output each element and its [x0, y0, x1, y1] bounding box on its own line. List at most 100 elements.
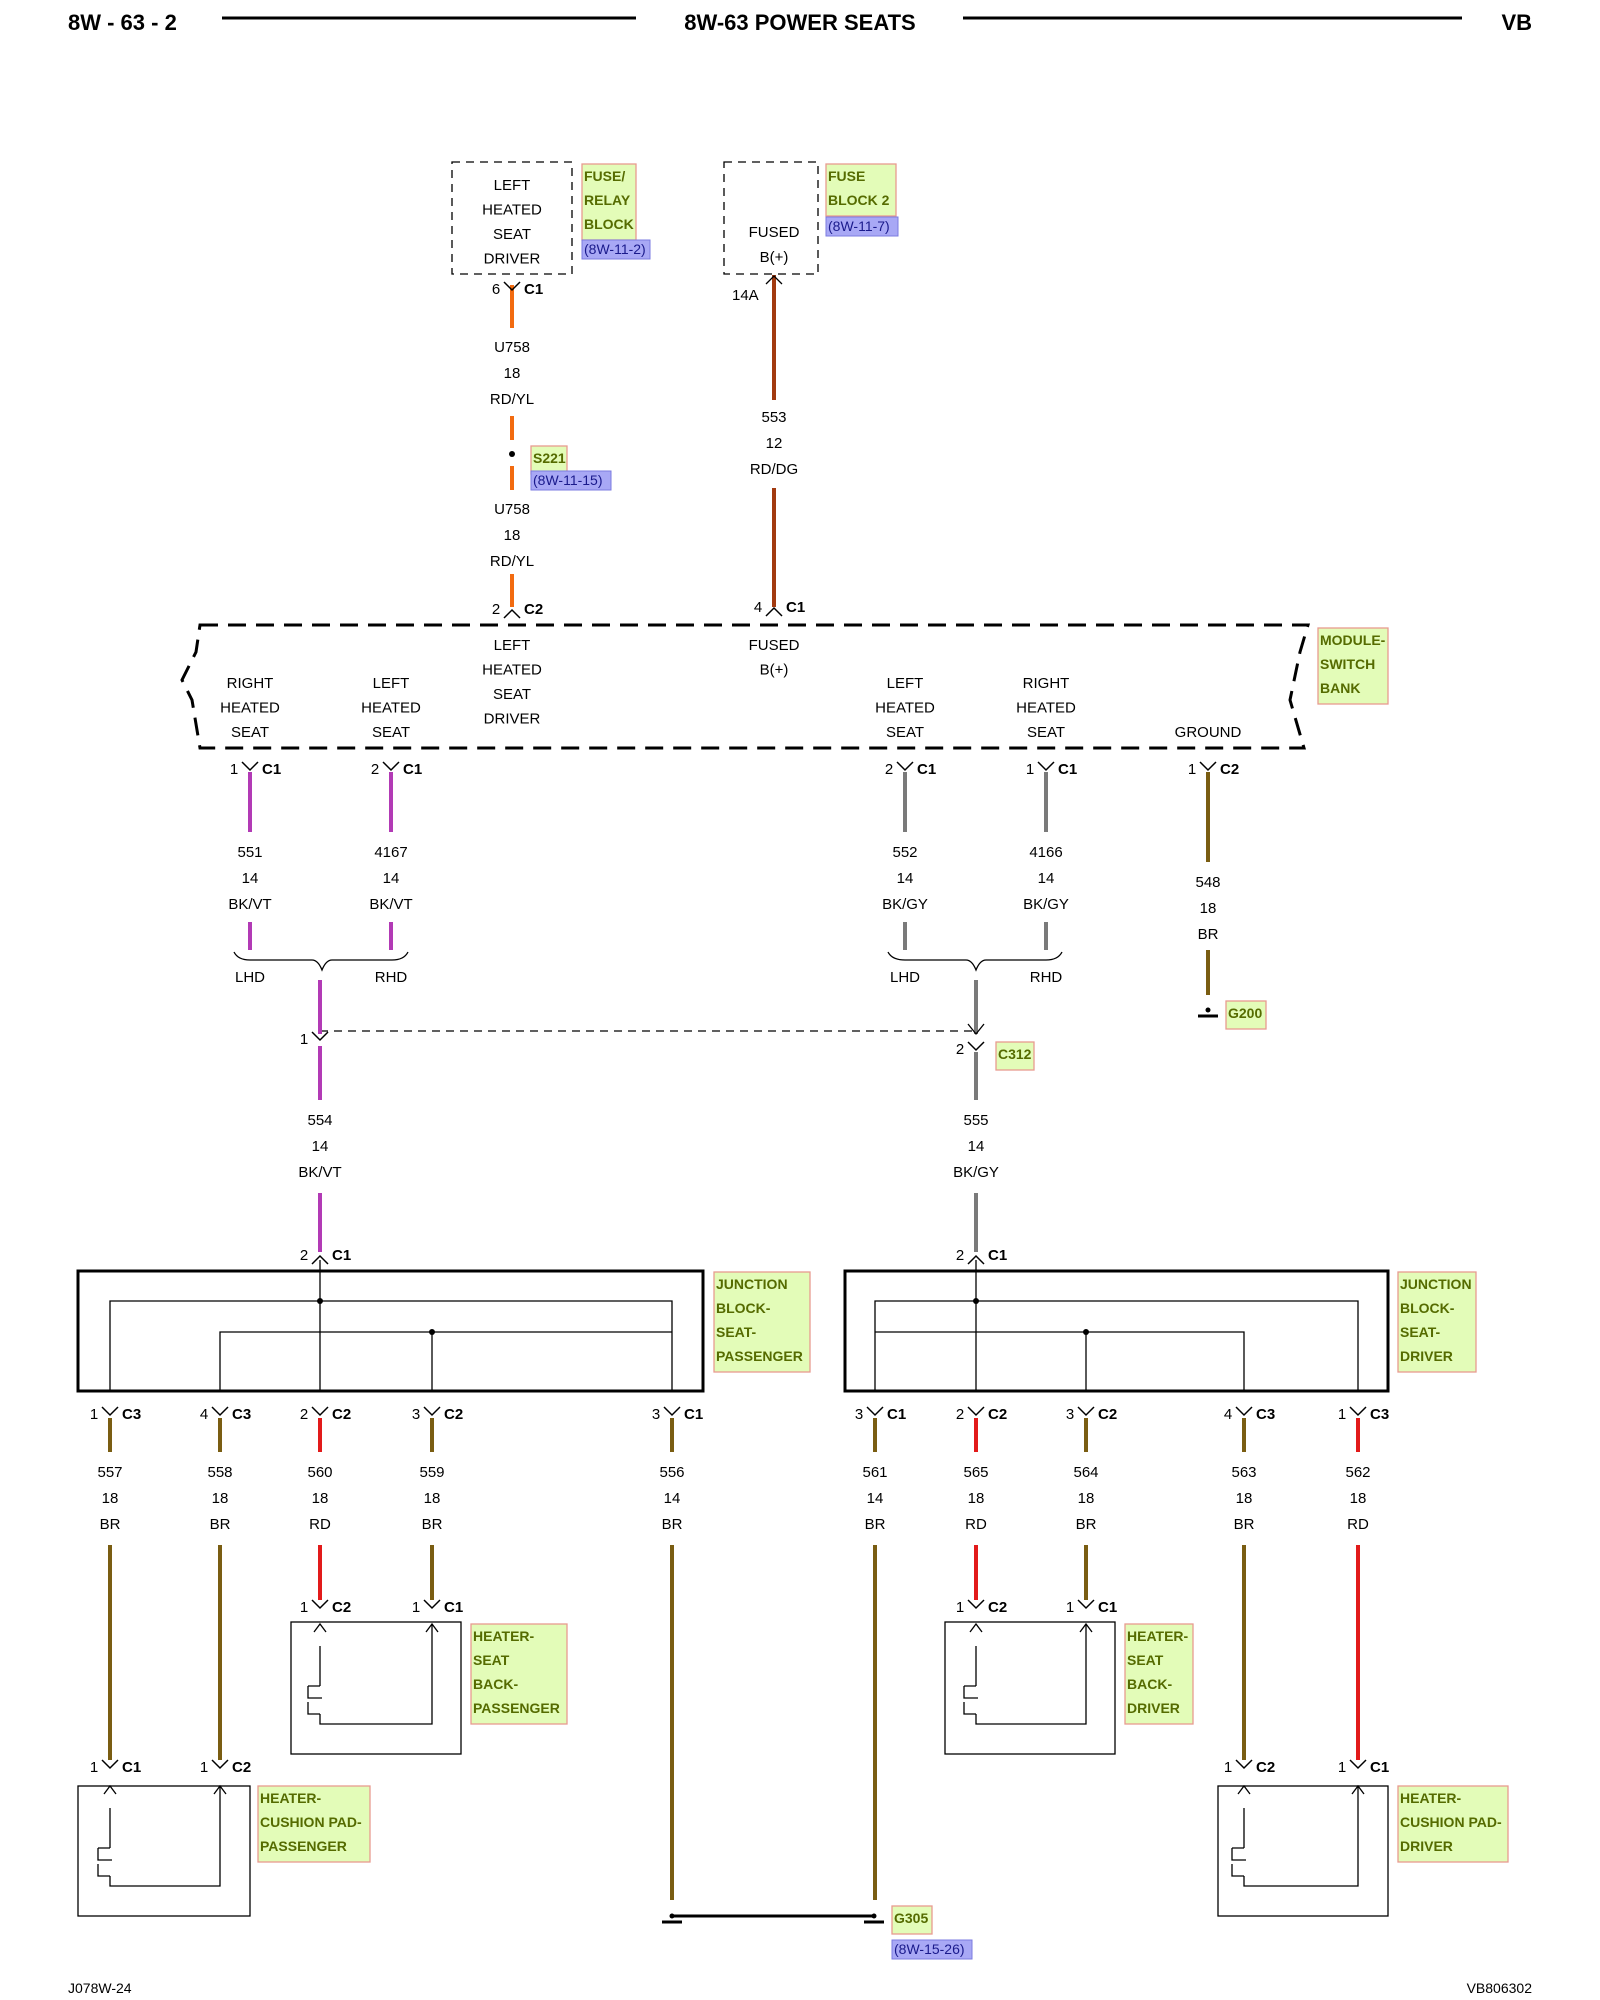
hcp-driver-c2-connector	[1235, 1759, 1253, 1770]
junction-passenger-internal-wiring	[109, 1260, 673, 1392]
splice-s221-label-box	[530, 445, 568, 475]
module-out-551-connector-symbol	[241, 761, 259, 772]
junction-block-passenger-label-line-4: PASSENGER	[716, 1348, 803, 1364]
hcp-passenger-element-path	[109, 1786, 221, 1887]
heater-cushion-pad-driver-label-line-1: HEATER-	[1400, 1790, 1462, 1806]
fuse-relay-block-label-line-3: BLOCK	[584, 216, 634, 232]
c312-pin2-pin-number: 2	[956, 1041, 964, 1058]
junction-block-passenger-label-line-3: SEAT-	[716, 1324, 757, 1340]
g305-label-line-1: G305	[894, 1910, 928, 1926]
wire-552-label-line-1: 552	[892, 844, 917, 861]
wire-4167-label-line-2: 14	[383, 870, 400, 887]
wire-556-label-line-3: BR	[662, 1516, 683, 1533]
junction-block-driver-label-line-1: JUNCTION	[1400, 1276, 1472, 1292]
page-title: 8W-63 POWER SEATS	[684, 10, 915, 35]
module-out-551-connector	[241, 761, 259, 772]
g305-left-ground-dot	[669, 1913, 675, 1919]
splice-s221-ref-box	[530, 470, 612, 491]
heater-seat-back-passenger-label-line-4: PASSENGER	[473, 1700, 560, 1716]
jb-out-556-connector-name: C1	[684, 1406, 703, 1423]
wire-548-label-line-2: 18	[1200, 900, 1217, 917]
wire-548-label-line-1: 548	[1195, 874, 1220, 891]
module-pin-right-heated-seat-2-line-3: SEAT	[1027, 724, 1065, 741]
hcp-passenger-c1-connector-symbol	[101, 1759, 119, 1770]
hsb-passenger-c2-pin-number: 1	[300, 1599, 308, 1616]
fuse-relay-c1-pin-number: 6	[492, 281, 500, 298]
driver-rhd-label: RHD	[1030, 969, 1063, 986]
hsb-driver-c1-pin-number: 1	[1066, 1599, 1074, 1616]
wire-548-label-line-3: BR	[1198, 926, 1219, 943]
hsb-driver-c2-connector-symbol	[967, 1599, 985, 1610]
jb-out-561-connector-symbol	[866, 1406, 884, 1417]
jb-out-558-pin-number: 4	[200, 1406, 208, 1423]
fuse-block-2-ref-box	[825, 216, 899, 237]
g305-ref-box	[891, 1939, 973, 1960]
module-c2-pin2-connector-name: C2	[524, 601, 543, 618]
jb-passenger-c1-pin2-connector-name: C1	[332, 1247, 351, 1264]
module-out-552-connector	[896, 761, 914, 772]
module-pin-right-heated-seat-2-line-2: HEATED	[1016, 700, 1076, 717]
module-c1-pin4-connector	[765, 606, 783, 617]
wire-564-label-line-1: 564	[1073, 1464, 1098, 1481]
fuse-block-2-pin-text-line-1: FUSED	[749, 224, 800, 241]
wire-553-label-line-1: 553	[761, 409, 786, 426]
module-pin-right-heated-seat-2-line-1: RIGHT	[1023, 675, 1070, 692]
wire-u758-label-a-line-2: 18	[504, 365, 521, 382]
module-pin-left-heated-seat-2-line-1: LEFT	[887, 675, 924, 692]
passenger-rhd-label: RHD	[375, 969, 408, 986]
module-out-4166-connector-name: C1	[1058, 761, 1077, 778]
wire-u758-label-b-line-3: RD/YL	[490, 553, 534, 570]
jb-out-556-connector	[663, 1406, 681, 1417]
hcp-passenger-c1-connector	[101, 1759, 119, 1770]
jb-out-559-connector-symbol	[423, 1406, 441, 1417]
module-pin-left-heated-seat-driver-line-1: LEFT	[494, 637, 531, 654]
jb-out-557-connector-name: C3	[122, 1406, 141, 1423]
hsb-driver-arrow-left	[969, 1622, 983, 1633]
wire-u758-label-a-line-3: RD/YL	[490, 391, 534, 408]
junction-block-driver	[843, 1269, 1390, 1393]
wire-4167-label-line-3: BK/VT	[369, 896, 412, 913]
module-switch-bank-label-box	[1317, 627, 1389, 705]
fuse-block-2-label-line-1: FUSE	[828, 168, 865, 184]
fuse-relay-block-label-line-1: FUSE/	[584, 168, 625, 184]
fuse-relay-block-outline	[451, 161, 573, 275]
wire-4166-label-line-2: 14	[1038, 870, 1055, 887]
module-c2-ground-connector-symbol	[1199, 761, 1217, 772]
fuse-relay-pin-text-line-2: HEATED	[482, 202, 542, 219]
hcp-driver-arrow-left	[1237, 1784, 1251, 1795]
module-pin-ground-line-1: GROUND	[1175, 724, 1242, 741]
jb-passenger-c1-pin2-connector-symbol	[311, 1254, 329, 1265]
module-c1-pin4-connector-symbol	[765, 606, 783, 617]
wire-4166-label-line-1: 4166	[1029, 844, 1062, 861]
fuse-relay-c1-connector	[503, 281, 521, 292]
hsb-driver-heating-coil	[963, 1685, 978, 1715]
hcp-passenger-c2-pin-number: 1	[200, 1759, 208, 1776]
fuse-block-2-label-box	[825, 163, 897, 217]
heater-cushion-pad-passenger-label-line-3: PASSENGER	[260, 1838, 347, 1854]
jb-out-556-connector-symbol	[663, 1406, 681, 1417]
module-c2-pin2-connector	[503, 608, 521, 619]
wire-560-label-line-2: 18	[312, 1490, 329, 1507]
g200-label-box	[1225, 1000, 1267, 1030]
driver-lhd-label: LHD	[890, 969, 920, 986]
splice-s221-ref-text: (8W-11-15)	[533, 472, 603, 488]
jb-out-564-connector	[1077, 1406, 1095, 1417]
wire-553-label-line-3: RD/DG	[750, 461, 798, 478]
wire-551-label-line-2: 14	[242, 870, 259, 887]
module-c2-ground-connector-name: C2	[1220, 761, 1239, 778]
module-pin-left-heated-seat-driver-line-3: SEAT	[493, 686, 531, 703]
wire-554-label-line-2: 14	[312, 1138, 329, 1155]
module-pin-right-heated-seat-line-2: HEATED	[220, 700, 280, 717]
hsb-passenger-arrow-left	[313, 1622, 327, 1633]
heater-seat-back-passenger-label-line-3: BACK-	[473, 1676, 518, 1692]
jb-out-565-connector-symbol	[967, 1406, 985, 1417]
hsb-driver-arrow-right	[1079, 1622, 1093, 1633]
jb-out-560-pin-number: 2	[300, 1406, 308, 1423]
jb-out-564-connector-name: C2	[1098, 1406, 1117, 1423]
jb-out-562-connector-name: C3	[1370, 1406, 1389, 1423]
c312-label-line-1: C312	[998, 1046, 1032, 1062]
hcp-driver-c2-connector-name: C2	[1256, 1759, 1275, 1776]
hsb-passenger-heating-coil	[307, 1685, 322, 1715]
jb-out-560-connector-name: C2	[332, 1406, 351, 1423]
heater-seat-back-passenger-label-line-2: SEAT	[473, 1652, 510, 1668]
